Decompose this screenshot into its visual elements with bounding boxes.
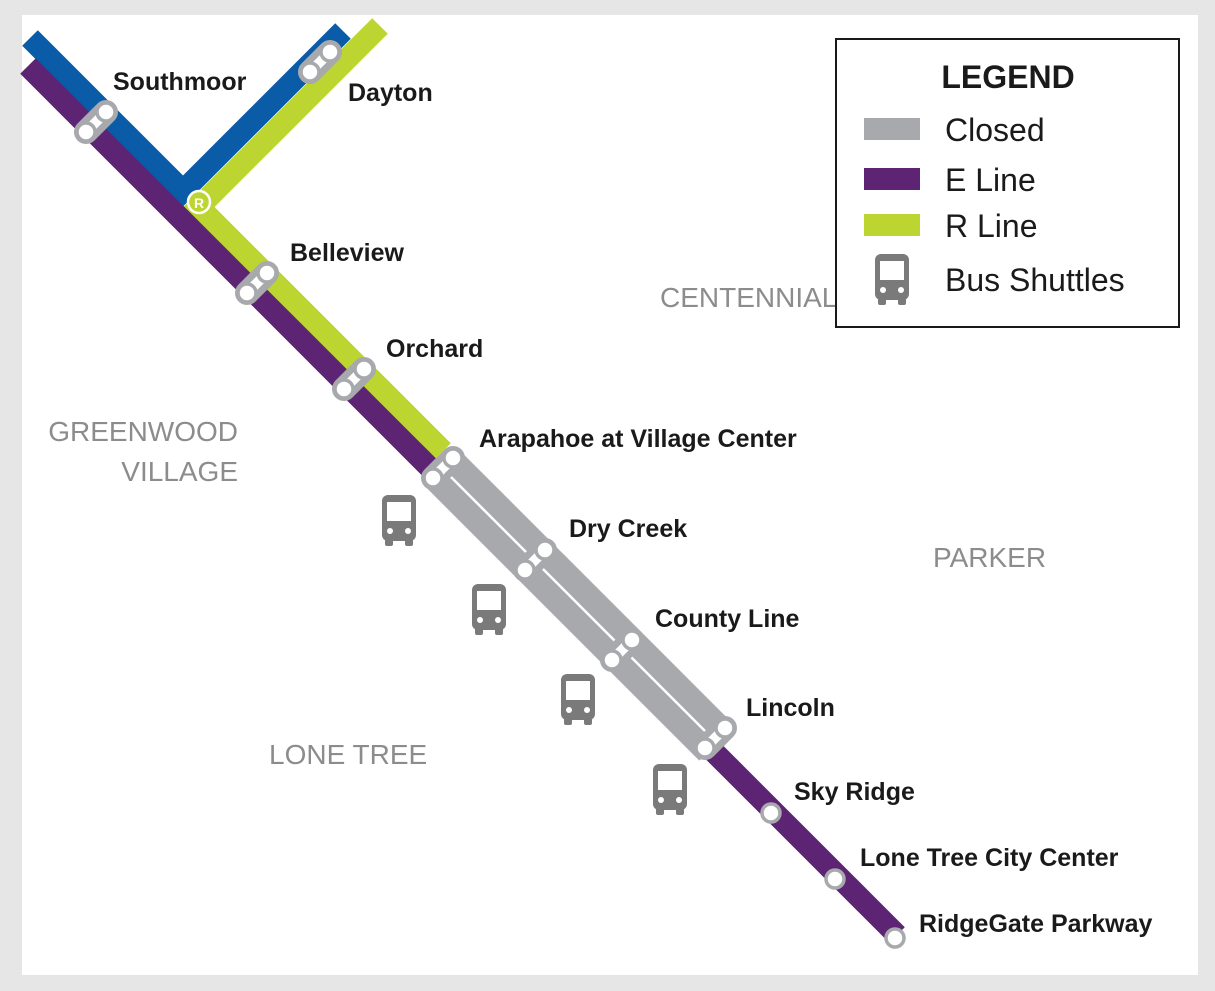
area-label-centennial: CENTENNIAL xyxy=(660,282,837,313)
bus-shuttle-icon xyxy=(561,674,595,725)
ridgegate-station-marker xyxy=(884,927,906,949)
area-label-greenwood: GREENWOOD xyxy=(48,416,238,447)
legend: LEGEND Closed E Line R Line Bus Shuttles xyxy=(835,38,1180,328)
legend-bus-icon xyxy=(875,254,909,305)
station-label-orchard: Orchard xyxy=(386,335,483,363)
legend-label-e-line: E Line xyxy=(945,162,1036,198)
bus-shuttle-icon xyxy=(653,764,687,815)
area-label-village: VILLAGE xyxy=(121,456,238,487)
lone-tree-city-center-station-marker xyxy=(824,868,846,890)
station-label-ridgegate: RidgeGate Parkway xyxy=(919,910,1153,938)
station-label-dry-creek: Dry Creek xyxy=(569,515,687,543)
r-badge-letter: R xyxy=(194,195,204,211)
closed-swatch-icon xyxy=(864,118,920,140)
station-label-dayton: Dayton xyxy=(348,79,433,107)
blue-line xyxy=(22,23,351,207)
station-label-sky-ridge: Sky Ridge xyxy=(794,778,915,806)
legend-label-bus-shuttles: Bus Shuttles xyxy=(945,262,1125,298)
r-line-swatch-icon xyxy=(864,214,920,236)
bus-shuttle-icon xyxy=(382,495,416,546)
e-line-swatch-icon xyxy=(864,168,920,190)
station-label-arapahoe: Arapahoe at Village Center xyxy=(479,425,797,453)
station-label-southmoor: Southmoor xyxy=(113,68,247,96)
closed-section xyxy=(426,452,735,761)
r-junction-badge: R xyxy=(186,189,212,215)
station-label-belleview: Belleview xyxy=(290,239,405,267)
sky-ridge-station-marker xyxy=(760,802,782,824)
bus-shuttle-icon xyxy=(472,584,506,635)
station-label-lone-tree-city-center: Lone Tree City Center xyxy=(860,844,1119,872)
area-label-parker: PARKER xyxy=(933,542,1046,573)
station-label-county-line: County Line xyxy=(655,605,800,633)
legend-title: LEGEND xyxy=(941,59,1074,95)
legend-label-closed: Closed xyxy=(945,112,1045,148)
station-label-lincoln: Lincoln xyxy=(746,694,835,722)
legend-label-r-line: R Line xyxy=(945,208,1038,244)
area-label-lone-tree: LONE TREE xyxy=(269,739,427,770)
